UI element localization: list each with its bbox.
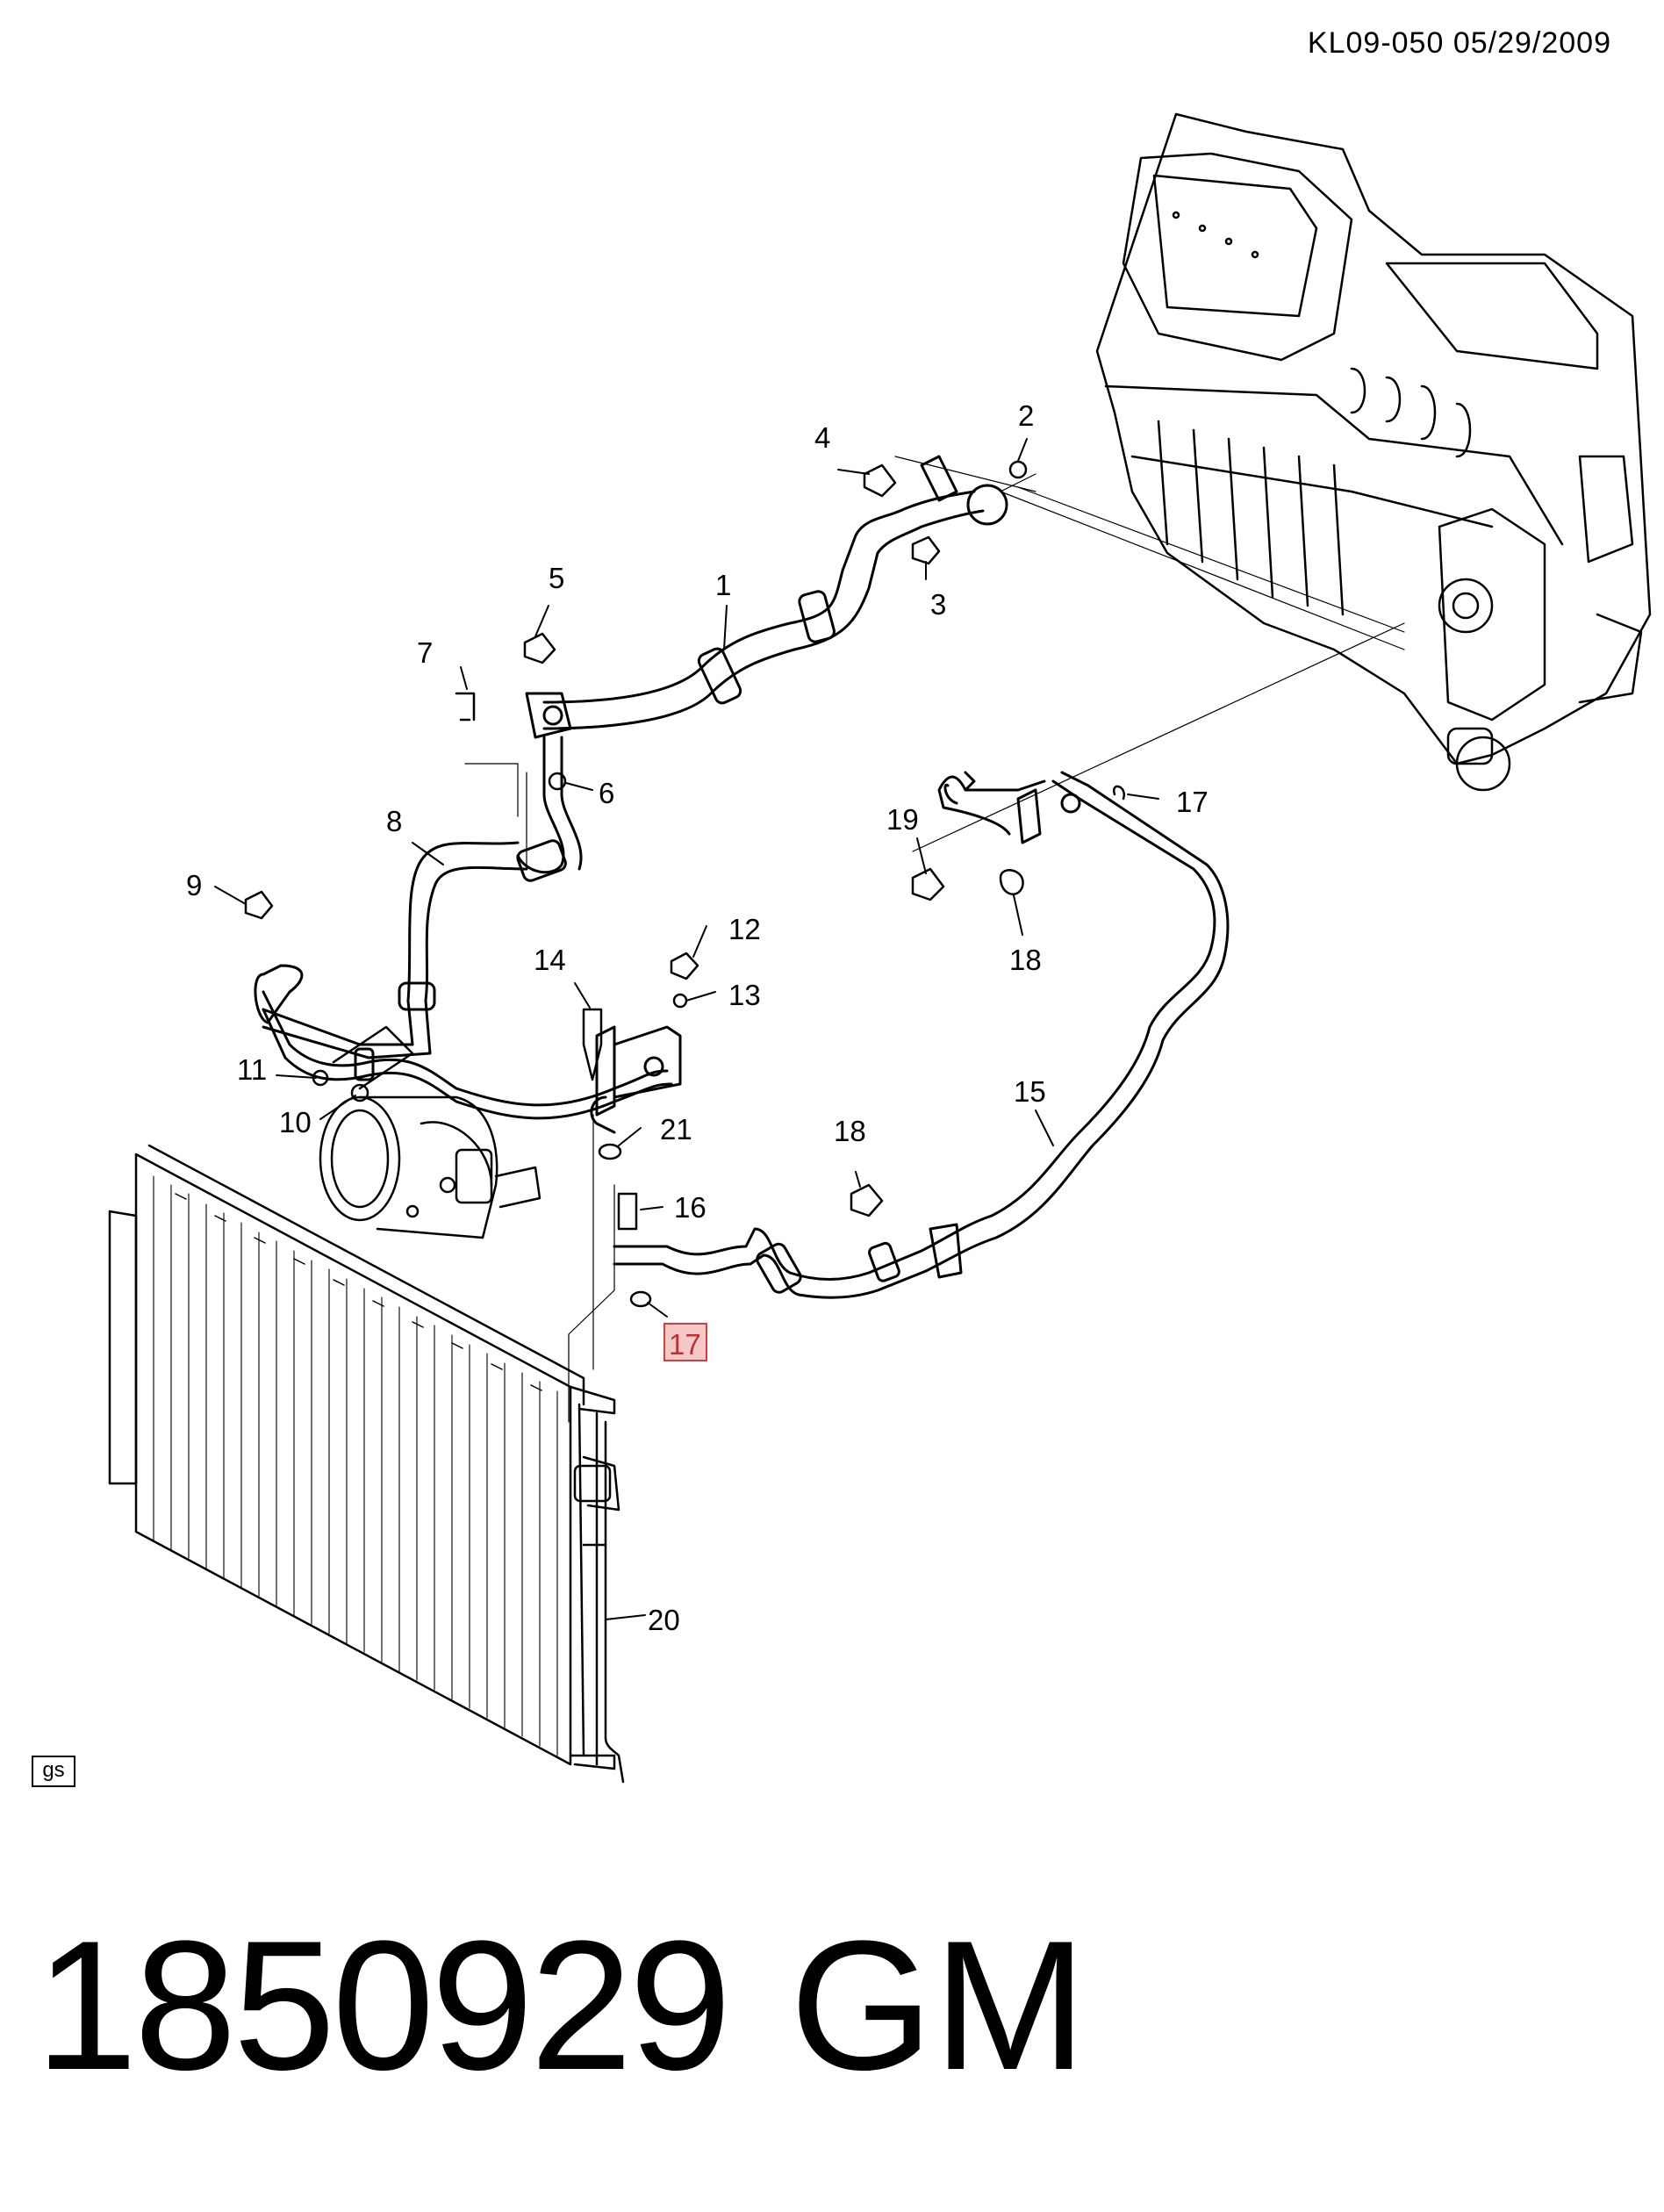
- callout-leaders: [214, 438, 1159, 1620]
- callout-15: 15: [1014, 1075, 1046, 1108]
- nut-9: [244, 890, 274, 920]
- condenser: [108, 1144, 625, 1784]
- callout-21: 21: [660, 1113, 692, 1146]
- callout-13: 13: [728, 979, 761, 1011]
- callout-17-highlighted: 17: [669, 1328, 701, 1361]
- brand-name: GM: [790, 1902, 1087, 2108]
- gs-badge: gs: [32, 1756, 75, 1787]
- bolt-14: [582, 1008, 603, 1081]
- leader-lines: [464, 456, 1405, 1423]
- callout-4: 4: [814, 421, 830, 454]
- ac-line-diagram: 1 2 3 4 5 6 7 8 9 10 11 12 13 14 15 16 1…: [108, 112, 1652, 1784]
- callout-labels: 1 2 3 4 5 6 7 8 9 10 11 12 13 14 15 16 1…: [186, 399, 1209, 1636]
- callout-5: 5: [549, 562, 564, 594]
- oring-10: [350, 1083, 369, 1102]
- diagram-code: KL09-050 05/29/2009: [1307, 26, 1611, 60]
- nut-18-upper: [999, 869, 1024, 895]
- callout-14: 14: [534, 944, 566, 976]
- callout-18-upper: 18: [1009, 944, 1042, 976]
- nut-12: [670, 952, 699, 980]
- callout-10: 10: [279, 1106, 312, 1138]
- fasteners: [244, 460, 1126, 1308]
- callout-20: 20: [648, 1604, 680, 1636]
- compressor: [319, 1025, 542, 1239]
- callout-18-lower: 18: [834, 1115, 866, 1147]
- part-number: 1850929: [35, 1902, 732, 2108]
- callout-17-upper: 17: [1176, 786, 1209, 818]
- line-8: [254, 736, 583, 1059]
- line-1: [525, 455, 1008, 739]
- nut-18-lower: [850, 1183, 884, 1217]
- nut-5: [523, 632, 556, 664]
- nut-3: [911, 535, 941, 565]
- callout-8: 8: [386, 805, 402, 837]
- oring-21: [598, 1143, 622, 1160]
- hvac-module: [1095, 112, 1652, 792]
- callout-1: 1: [715, 569, 731, 601]
- oring-17-lower: [629, 1290, 652, 1308]
- bolt-7: [455, 692, 476, 722]
- oring-6: [548, 772, 567, 791]
- callout-19: 19: [886, 803, 919, 836]
- callout-9: 9: [186, 869, 202, 901]
- callout-3: 3: [930, 588, 946, 621]
- callout-11: 11: [237, 1053, 267, 1086]
- oring-2: [1008, 460, 1028, 479]
- bolt-16: [617, 1192, 638, 1231]
- line-15: [613, 771, 1230, 1299]
- line-discharge: [262, 990, 682, 1134]
- nut-19: [911, 867, 945, 901]
- nut-4: [863, 463, 897, 498]
- oring-17-upper: [1112, 785, 1126, 801]
- callout-6: 6: [599, 777, 614, 809]
- highlight-box-17: [663, 1323, 707, 1361]
- callout-2: 2: [1018, 399, 1034, 432]
- callout-12: 12: [728, 913, 761, 945]
- callout-16: 16: [674, 1191, 706, 1224]
- callout-7: 7: [417, 636, 433, 669]
- oring-13: [672, 993, 688, 1009]
